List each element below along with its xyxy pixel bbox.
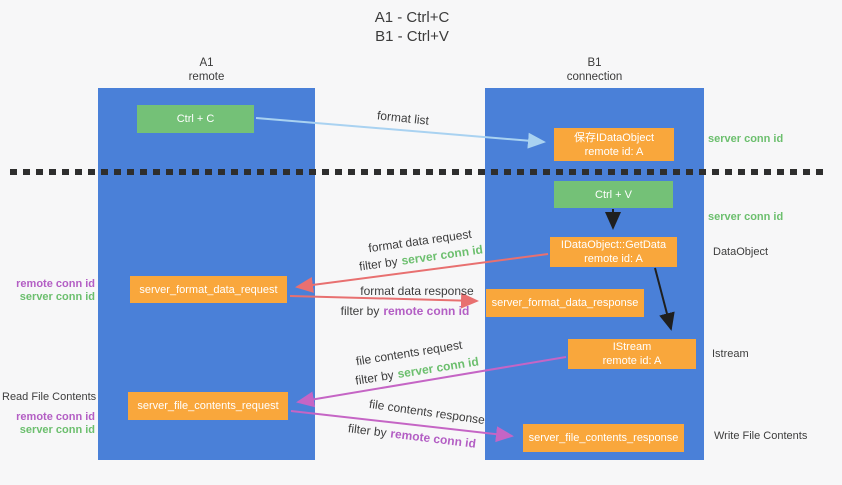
lane-a1-role: remote — [188, 71, 225, 83]
node-ctrl-v-label: Ctrl + V — [595, 188, 632, 201]
remote-conn-id-text: remote conn id — [389, 426, 477, 451]
lane-b1-name: B1 — [587, 57, 602, 69]
node-file-request-label: server_file_contents_request — [137, 400, 279, 412]
node-server-format-data-request: server_format_data_request — [130, 276, 287, 303]
node-ctrl-v: Ctrl + V — [554, 181, 673, 208]
lane-header-b1: B1 connection — [485, 56, 704, 84]
right-label-server-conn-id-2: server conn id — [708, 211, 784, 223]
node-ctrl-c: Ctrl + C — [137, 105, 254, 133]
lane-header-a1: A1 remote — [98, 56, 315, 84]
node-save-idataobject-line1: 保存IDataObject — [573, 131, 655, 144]
title-line-2: B1 - Ctrl+V — [375, 28, 449, 45]
remote-conn-id-text: remote conn id — [383, 304, 470, 318]
node-server-file-contents-request: server_file_contents_request — [128, 392, 288, 420]
node-istream-line2: remote id: A — [602, 355, 662, 367]
node-server-format-data-response: server_format_data_response — [486, 289, 644, 317]
node-getdata-line2: remote id: A — [584, 253, 643, 265]
filter-by-text: filter by — [354, 367, 395, 388]
lane-a1-name: A1 — [199, 57, 214, 69]
node-save-idataobject: 保存IDataObject remote id: A — [554, 128, 674, 161]
node-format-response-label: server_format_data_response — [491, 297, 639, 309]
left-label-server-conn-id-1: server conn id — [19, 291, 95, 303]
node-istream-line1: IStream — [612, 341, 652, 353]
node-idataobject-getdata: IDataObject::GetData remote id: A — [550, 237, 677, 267]
left-label-server-conn-id-2: server conn id — [19, 424, 95, 436]
node-format-request-label: server_format_data_request — [139, 283, 278, 296]
flow-label-format-data-response: format data response — [360, 284, 474, 298]
node-getdata-line1: IDataObject::GetData — [560, 239, 667, 251]
diagram-title: A1 - Ctrl+C B1 - Ctrl+V — [375, 8, 450, 46]
node-server-file-contents-response: server_file_contents_response — [523, 424, 684, 452]
right-label-server-conn-id-1: server conn id — [708, 133, 784, 145]
right-label-istream: Istream — [712, 348, 749, 360]
flow-label-format-list: format list — [376, 108, 430, 128]
node-save-idataobject-line2: remote id: A — [584, 145, 644, 158]
filter-by-text: filter by — [347, 421, 388, 440]
node-file-response-label: server_file_contents_response — [528, 432, 679, 444]
right-label-dataobject: DataObject — [713, 246, 769, 258]
node-ctrl-c-label: Ctrl + C — [176, 113, 215, 125]
node-istream: IStream remote id: A — [568, 339, 696, 369]
filter-by-text: filter by — [358, 254, 399, 274]
dotted-separator — [10, 169, 823, 175]
flow-label-file-contents-response: file contents response — [368, 396, 486, 428]
right-label-write-file-contents: Write File Contents — [714, 430, 808, 442]
left-label-read-file-contents: Read File Contents — [2, 391, 97, 403]
filter-by-text: filter by — [340, 304, 380, 318]
left-label-remote-conn-id-1: remote conn id — [16, 278, 95, 290]
lane-b1-role: connection — [566, 71, 623, 83]
left-label-remote-conn-id-2: remote conn id — [16, 411, 95, 423]
title-line-1: A1 - Ctrl+C — [374, 9, 450, 26]
